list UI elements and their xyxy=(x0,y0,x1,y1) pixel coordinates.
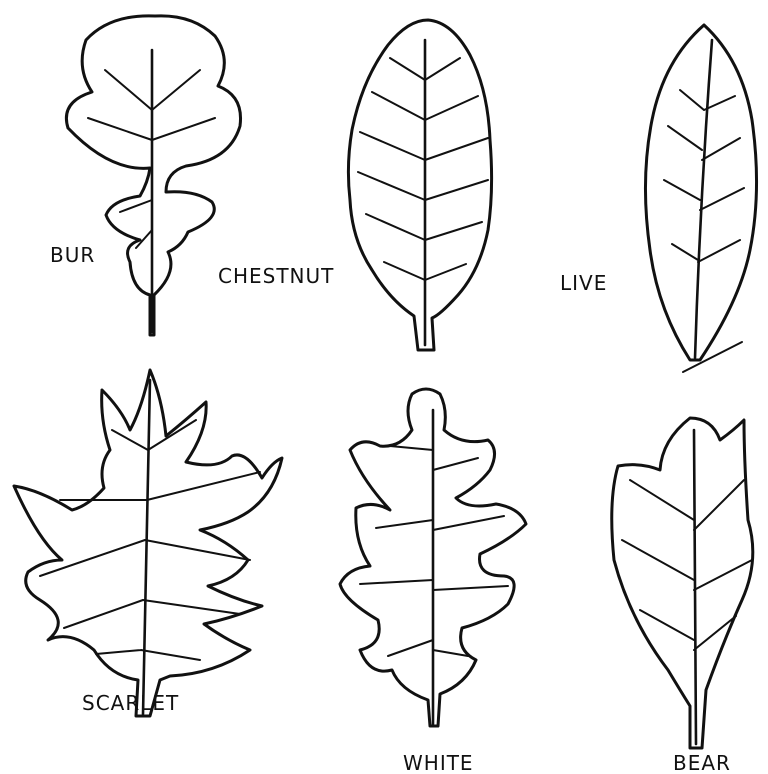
bear-label: BEAR xyxy=(673,751,731,774)
live-leaf: LIVE xyxy=(560,25,757,372)
white-label: WHITE xyxy=(403,751,474,774)
chestnut-leaf: CHESTNUT xyxy=(218,20,492,350)
scarlet-leaf: SCARLET xyxy=(14,370,282,716)
scarlet-label: SCARLET xyxy=(82,691,179,715)
chestnut-label: CHESTNUT xyxy=(218,264,334,288)
bur-leaf: BUR xyxy=(50,16,241,335)
white-leaf: WHITE xyxy=(340,389,526,774)
bur-label: BUR xyxy=(50,243,95,267)
bear-leaf: BEAR xyxy=(612,418,753,774)
live-label: LIVE xyxy=(560,271,607,295)
